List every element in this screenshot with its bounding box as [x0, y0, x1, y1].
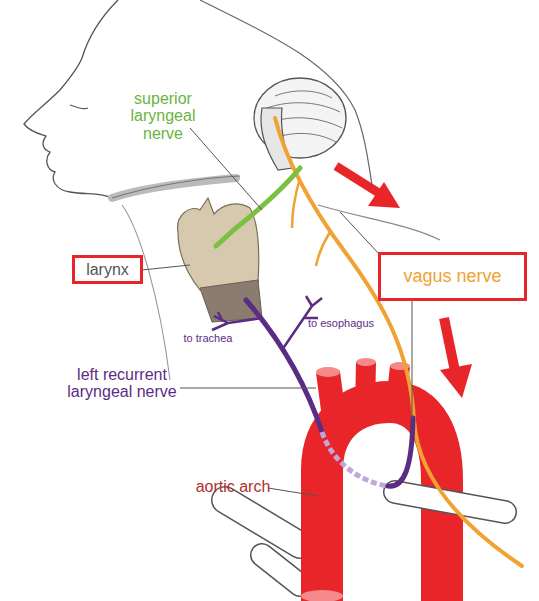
pulmonary-vessel	[262, 555, 300, 585]
direction-arrow-head	[440, 364, 472, 398]
leader-line	[268, 488, 318, 496]
vessel-opening	[301, 590, 343, 601]
jaw-line	[112, 176, 240, 198]
part-label: aortic arch	[188, 478, 278, 495]
callout-box: larynx	[72, 255, 143, 284]
leader-line	[142, 265, 190, 270]
part-label: left recurrent laryngeal nerve	[52, 366, 192, 401]
skull-outline	[200, 0, 372, 185]
cricoid-cartilage	[200, 280, 262, 322]
vagus-branches	[292, 178, 330, 266]
part-label: to trachea	[168, 333, 248, 345]
mouth-line	[70, 105, 88, 109]
neck-line	[318, 205, 440, 240]
vagus-nerve	[275, 118, 522, 566]
leader-line	[180, 388, 316, 389]
direction-arrow-head	[368, 182, 400, 208]
part-label: superior laryngeal nerve	[118, 90, 208, 142]
part-name: larynx	[86, 261, 129, 279]
nerve-behind-aorta	[322, 432, 388, 486]
tracheal-branch	[212, 312, 262, 330]
part-name: vagus nerve	[403, 266, 501, 287]
vessel-opening	[356, 358, 376, 366]
pulmonary-trunk-outline	[225, 500, 300, 545]
direction-arrow-shaft	[336, 166, 382, 195]
throat-line	[122, 205, 170, 380]
recurrent-laryngeal-loop	[388, 418, 413, 486]
face-profile	[24, 0, 118, 198]
pulmonary-vessel-outline	[262, 555, 300, 585]
callout-box: vagus nerve	[378, 252, 527, 301]
jaw-shadow	[112, 178, 236, 198]
leader-line	[340, 212, 412, 420]
leader-line	[190, 128, 262, 210]
pulmonary-trunk	[225, 500, 300, 545]
part-label: to esophagus	[296, 318, 386, 330]
superior-laryngeal-nerve	[216, 168, 300, 246]
direction-arrow-shaft	[444, 318, 456, 376]
vessel-opening	[316, 367, 340, 377]
